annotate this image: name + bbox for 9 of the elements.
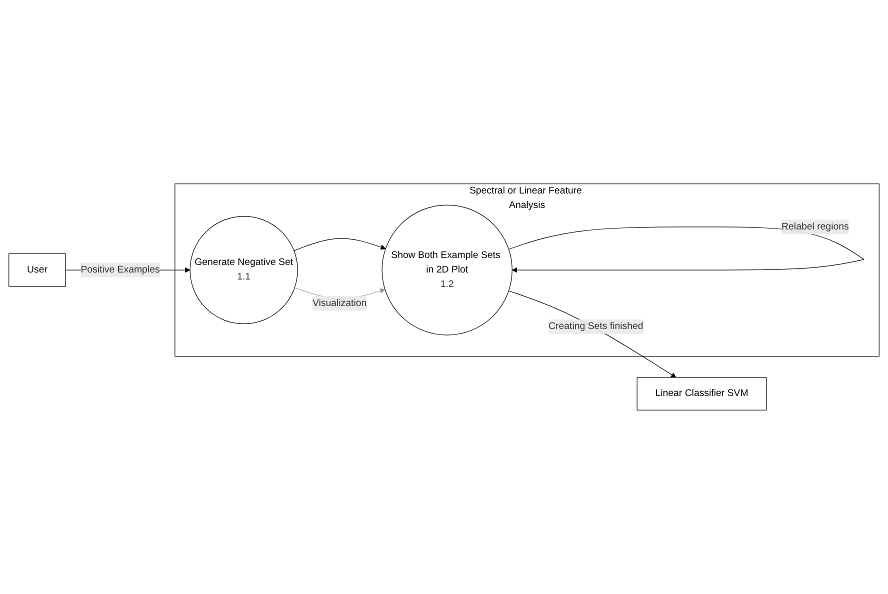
- edge-label: Positive Examples: [80, 264, 160, 275]
- edge-label: Relabel regions: [782, 222, 849, 232]
- edge-label: Visualization: [312, 298, 367, 308]
- node-circle: Generate Negative Set 1.1: [190, 216, 298, 324]
- node-box: Linear Classifier SVM: [636, 377, 767, 410]
- edge-label: Creating Sets finished: [548, 321, 644, 332]
- arrow: [294, 238, 386, 251]
- node-box: User: [8, 253, 66, 287]
- arrow: [508, 290, 676, 378]
